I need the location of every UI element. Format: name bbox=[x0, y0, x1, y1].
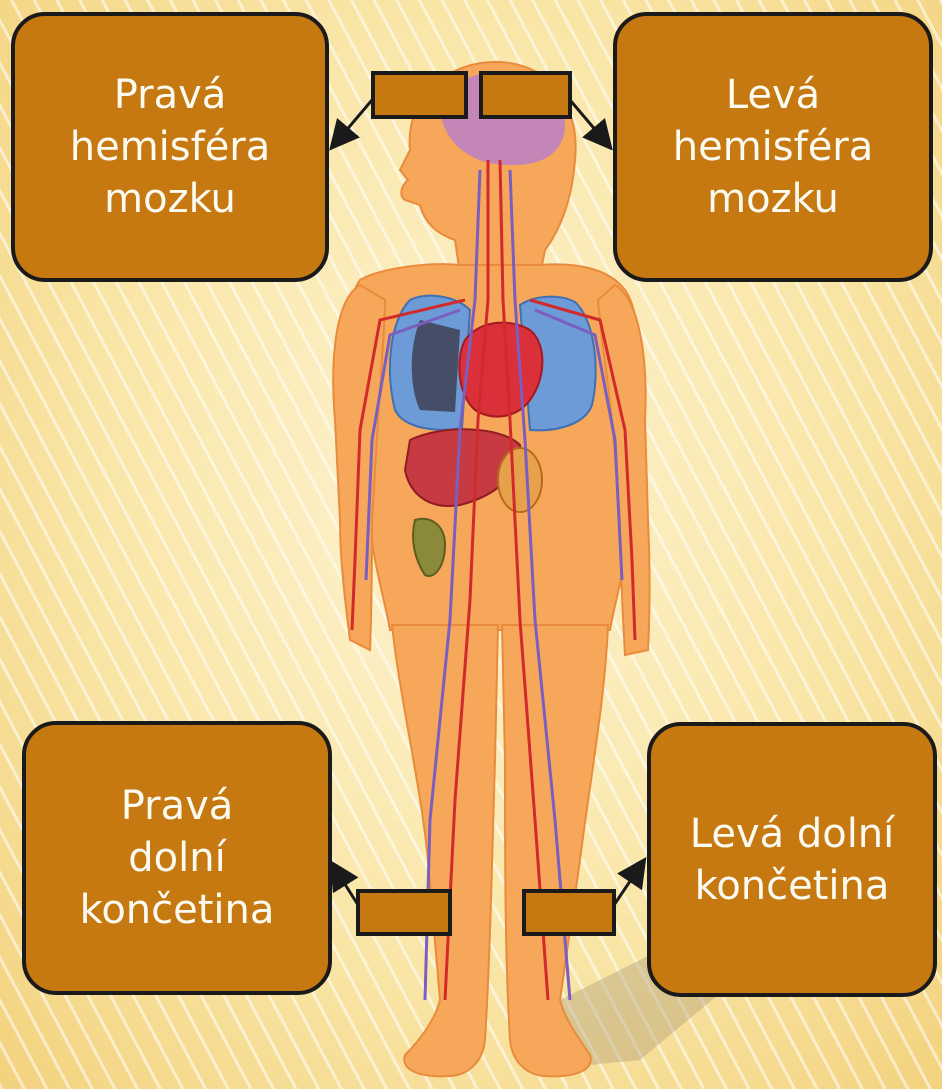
arrow-left-hemisphere bbox=[570, 100, 609, 146]
arrow-right-hemisphere bbox=[333, 100, 372, 146]
arrow-left-lower-limb bbox=[614, 862, 643, 905]
arrow-right-lower-limb bbox=[333, 865, 358, 905]
